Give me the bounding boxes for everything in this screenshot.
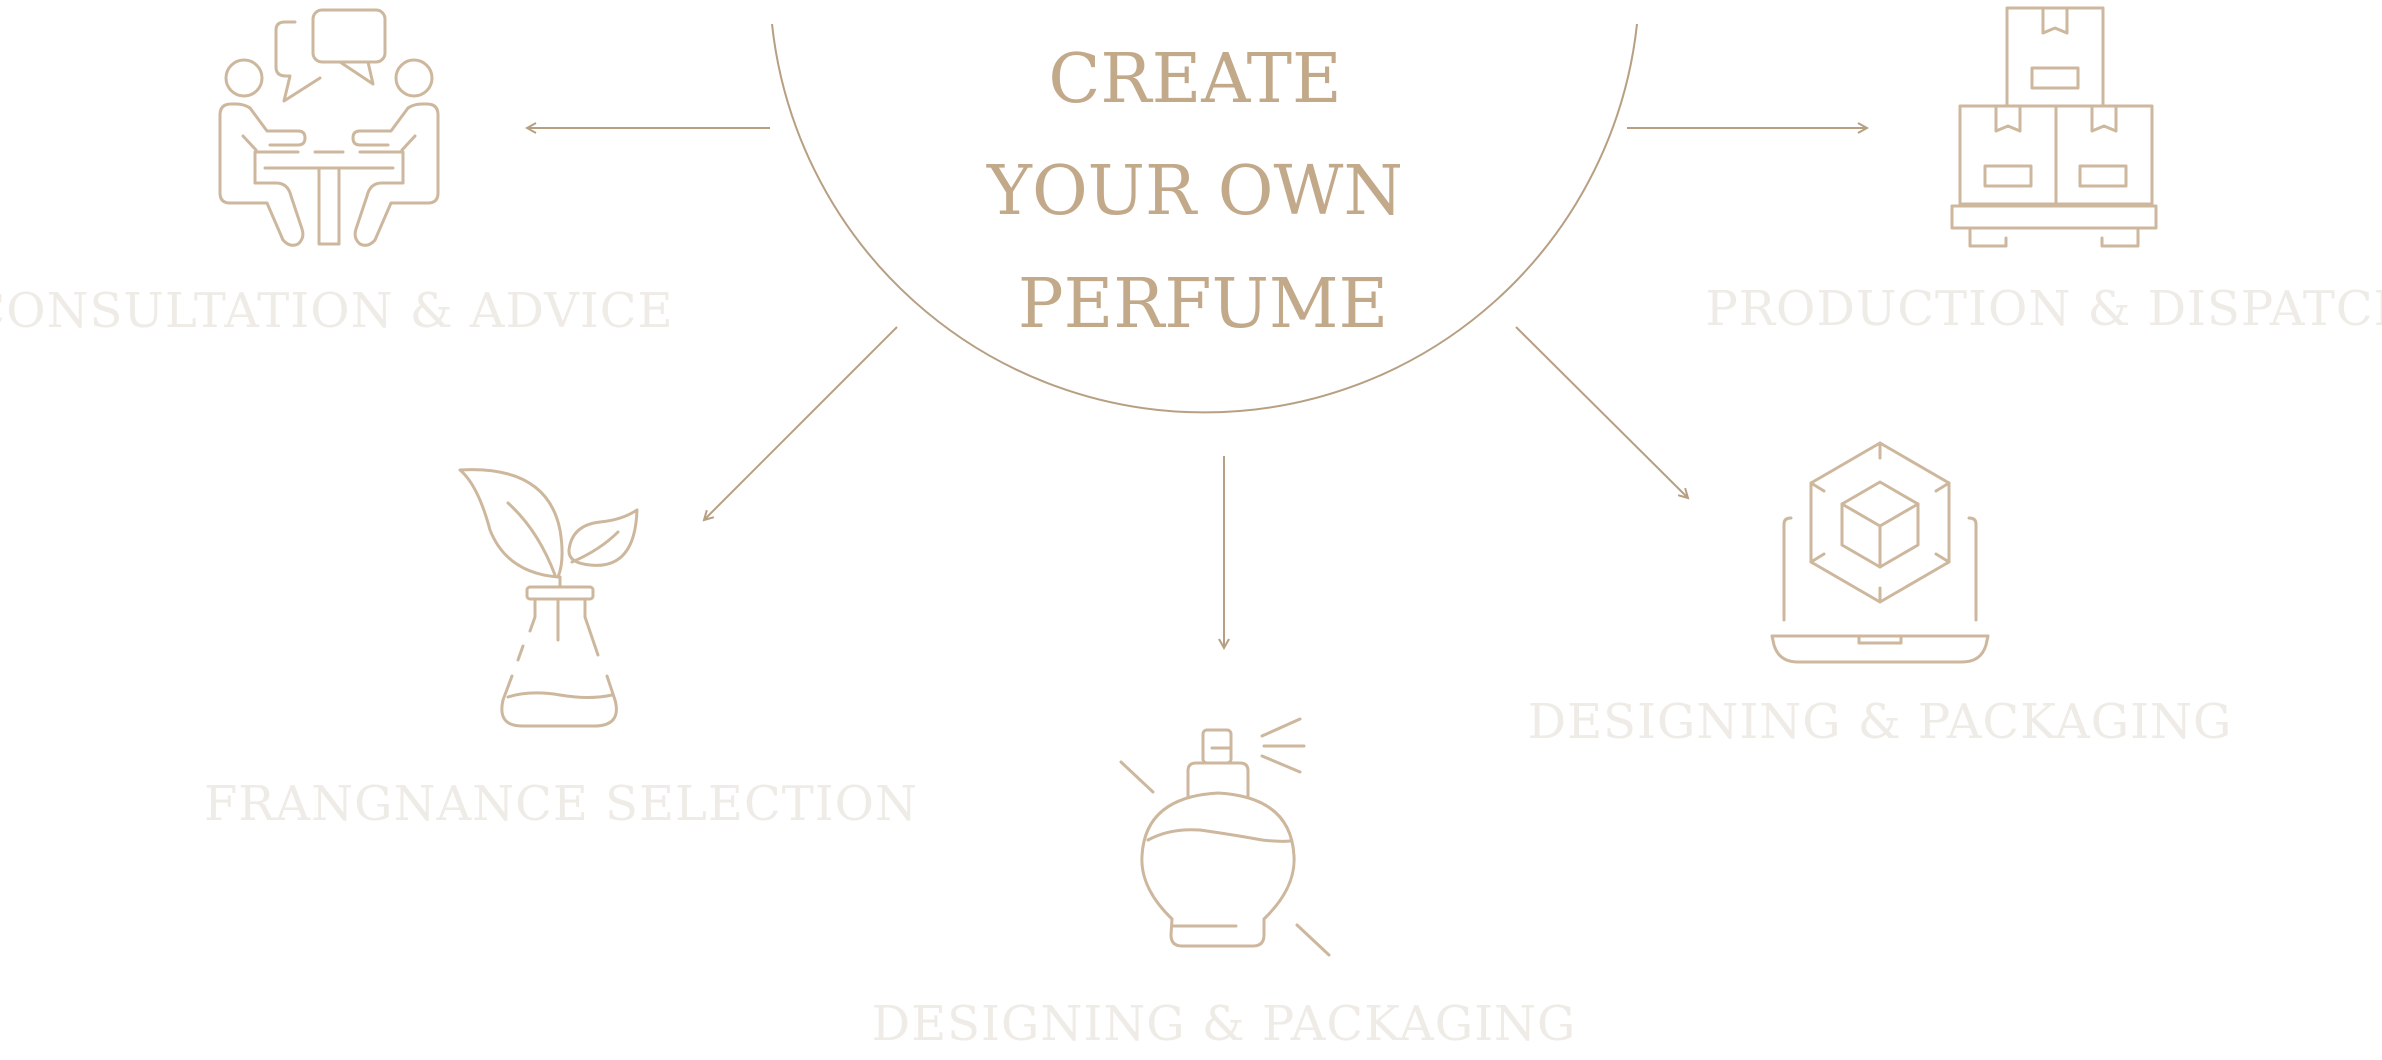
plant-flask-icon bbox=[458, 468, 639, 728]
step-label-fragrance: FRANGNANCE SELECTION bbox=[204, 776, 918, 832]
arrow-to-packaging bbox=[1515, 326, 1688, 498]
boxes-pallet-icon bbox=[1950, 6, 2158, 248]
title-line-3: PERFUME bbox=[1018, 265, 1388, 344]
consultation-icon bbox=[218, 8, 440, 247]
title-line-1: CREATE bbox=[1048, 40, 1341, 119]
step-label-bottle-design: DESIGNING & PACKAGING bbox=[872, 996, 1577, 1052]
perfume-bottle-icon bbox=[1119, 717, 1331, 957]
step-label-consultation: CONSULTATION & ADVICE bbox=[0, 283, 674, 339]
arrow-to-fragrance bbox=[704, 326, 898, 520]
title-line-2: YOUR OWN bbox=[986, 152, 1403, 231]
step-label-packaging: DESIGNING & PACKAGING bbox=[1528, 694, 2233, 750]
laptop-cube-icon bbox=[1770, 441, 1990, 664]
central-arc bbox=[771, 23, 1638, 414]
step-label-production: PRODUCTION & DISPATCH bbox=[1706, 281, 2382, 337]
